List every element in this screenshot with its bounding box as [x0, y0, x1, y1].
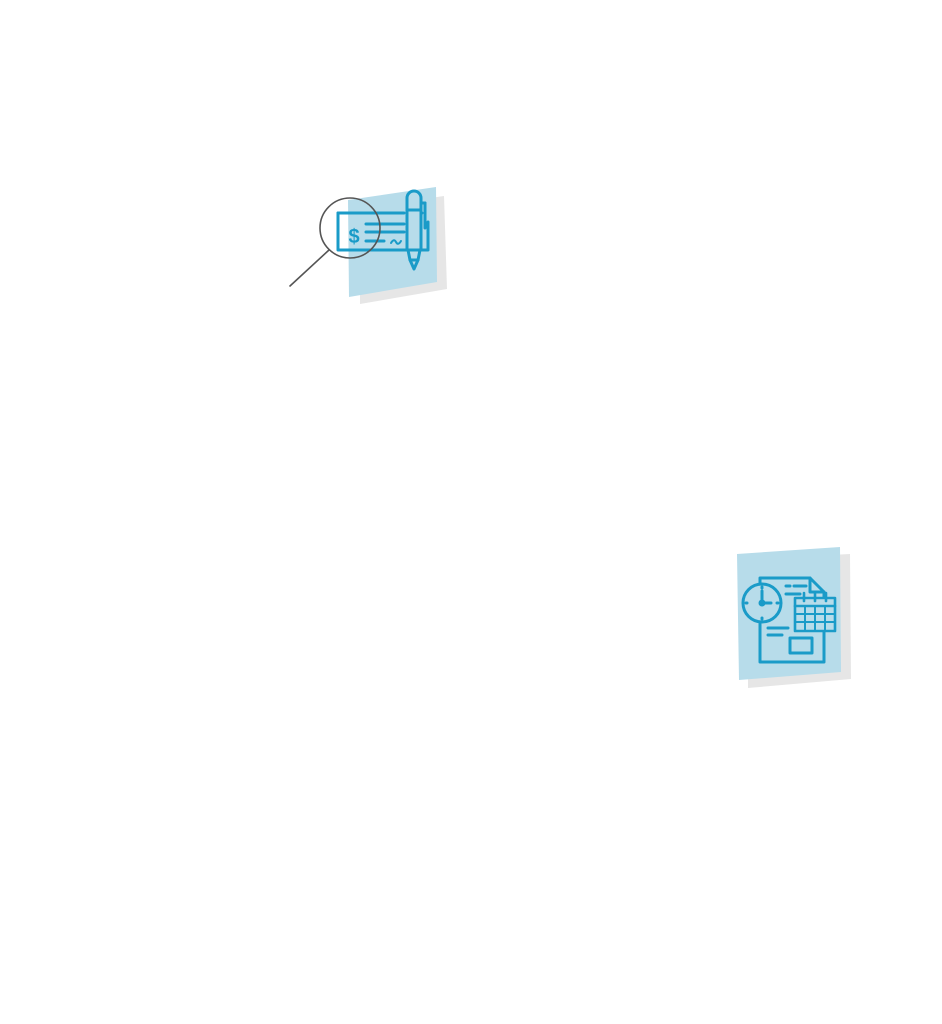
magnifier-handle — [289, 249, 330, 287]
magnifier-lens — [319, 197, 381, 259]
schedule-document-illustration — [737, 547, 851, 688]
pen-icon — [405, 189, 427, 271]
magnifying-glass-icon — [289, 197, 381, 287]
calendar-icon — [793, 591, 837, 633]
signed-check-icon: $ — [336, 211, 430, 252]
check-review-illustration: $ — [289, 187, 447, 304]
clock-icon — [741, 582, 783, 624]
schedule-card-background — [737, 547, 841, 680]
dollar-symbol: $ — [348, 226, 359, 248]
